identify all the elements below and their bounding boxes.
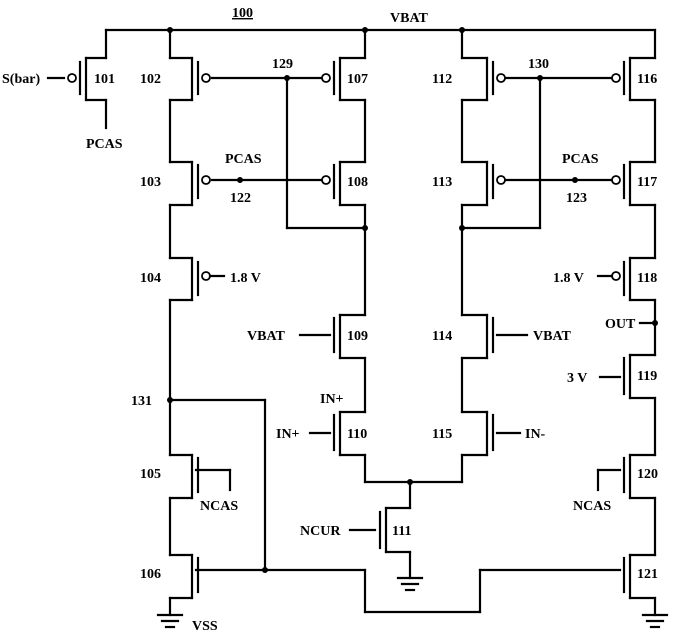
vbat-114-label: VBAT	[533, 329, 572, 344]
label-108: 108	[347, 175, 368, 190]
ground-symbol-right	[641, 613, 669, 629]
transistor-119	[622, 353, 657, 400]
transistor-103	[168, 160, 211, 207]
sbar-label: S(bar)	[2, 72, 40, 87]
transistor-106	[168, 553, 200, 600]
diagram-title: 100	[232, 6, 253, 21]
label-111: 111	[392, 524, 411, 539]
ground-symbol-center	[396, 576, 424, 592]
transistor-110	[332, 410, 367, 457]
v3-119-label: 3 V	[567, 371, 587, 386]
label-102: 102	[140, 72, 161, 87]
transistor-117	[611, 160, 657, 207]
transistor-114	[460, 313, 495, 360]
label-121: 121	[637, 567, 658, 582]
node-129-label: 129	[272, 57, 293, 72]
transistor-115	[460, 410, 495, 457]
pcas-117-label: PCAS	[562, 152, 599, 167]
ground-symbol-left	[156, 613, 184, 629]
v18-118-label: 1.8 V	[553, 271, 584, 286]
inplus-top-label: IN+	[320, 392, 344, 407]
label-103: 103	[140, 175, 161, 190]
vbat-rail-label: VBAT	[390, 11, 429, 26]
pcas-103-label: PCAS	[225, 152, 262, 167]
inminus-label: IN-	[525, 427, 546, 442]
label-101: 101	[94, 72, 115, 87]
node-130-label: 130	[528, 57, 549, 72]
label-105: 105	[140, 467, 161, 482]
label-110: 110	[347, 427, 367, 442]
v18-104-label: 1.8 V	[230, 271, 261, 286]
label-118: 118	[637, 271, 657, 286]
label-112: 112	[432, 72, 452, 87]
ncas-120-label: NCAS	[573, 499, 611, 514]
label-107: 107	[347, 72, 368, 87]
inplus-gate-label: IN+	[276, 427, 300, 442]
label-113: 113	[432, 175, 452, 190]
transistor-109	[332, 313, 367, 360]
label-114: 114	[432, 329, 452, 344]
ncur-label: NCUR	[300, 524, 341, 539]
transistor-113	[460, 160, 506, 207]
label-106: 106	[140, 567, 161, 582]
transistor-101	[67, 56, 108, 102]
transistor-112	[460, 56, 506, 102]
transistor-111	[378, 506, 412, 554]
node-131-label: 131	[131, 394, 152, 409]
transistor-121	[622, 553, 657, 600]
label-104: 104	[140, 271, 161, 286]
transistor-105	[168, 453, 200, 500]
label-116: 116	[637, 72, 657, 87]
node-123-label: 123	[566, 191, 587, 206]
label-109: 109	[347, 329, 368, 344]
wires	[46, 28, 657, 617]
label-120: 120	[637, 467, 658, 482]
label-117: 117	[637, 175, 657, 190]
vss-label: VSS	[192, 619, 218, 634]
transistor-102	[168, 56, 211, 102]
label-119: 119	[637, 369, 657, 384]
transistor-104	[168, 256, 226, 302]
pcas-101-label: PCAS	[86, 137, 123, 152]
transistor-118	[596, 256, 657, 302]
transistor-116	[611, 56, 657, 102]
ncas-105-label: NCAS	[200, 499, 238, 514]
label-115: 115	[432, 427, 452, 442]
transistor-108	[321, 160, 367, 207]
transistor-120	[622, 453, 657, 500]
node-122-label: 122	[230, 191, 251, 206]
out-label: OUT	[605, 317, 636, 332]
transistor-107	[321, 56, 367, 102]
junction-dots	[167, 27, 658, 573]
vbat-109-label: VBAT	[247, 329, 286, 344]
